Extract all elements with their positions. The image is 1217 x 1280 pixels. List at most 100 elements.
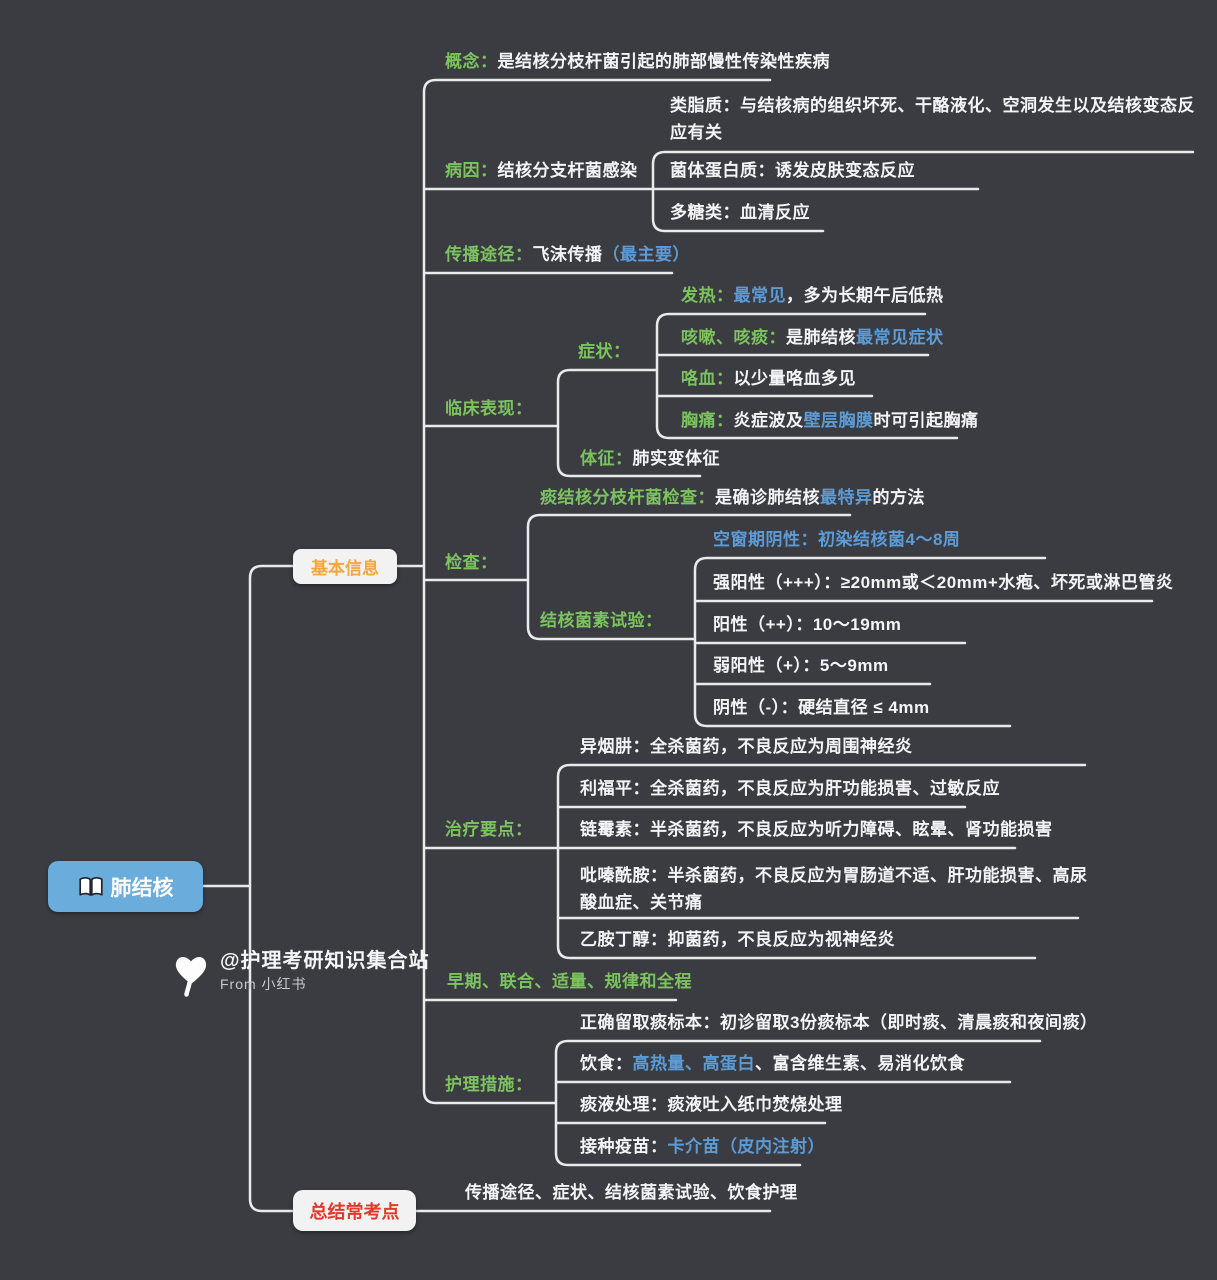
node-vaccine[interactable]: 接种疫苗：卡介苗（皮内注射） <box>580 1136 825 1157</box>
text-segment: 阴性（-）：硬结直径 ≤ 4mm <box>713 698 930 717</box>
node-weak-positive[interactable]: 弱阳性（+）：5～9mm <box>713 655 889 676</box>
node-nursing-label[interactable]: 护理措施： <box>445 1074 533 1095</box>
node-polysaccharide[interactable]: 多糖类：血清反应 <box>670 202 810 223</box>
text-segment: 乙胺丁醇：抑菌药，不良反应为视神经炎 <box>580 930 895 949</box>
node-symptoms-label[interactable]: 症状： <box>578 341 631 362</box>
text-segment: 咯血： <box>681 369 734 388</box>
node-fever[interactable]: 发热：最常见，多为长期午后低热 <box>681 285 944 306</box>
text-segment: 的方法 <box>872 488 925 507</box>
text-segment: 结核分支杆菌感染 <box>497 161 638 180</box>
text-segment: 治疗要点： <box>445 820 533 839</box>
text-segment: 高热量、高蛋白 <box>632 1054 755 1073</box>
text-segment: 是结核分枝杆菌引起的肺部慢性传染性疾病 <box>497 52 830 71</box>
node-sputum-disposal[interactable]: 痰液处理：痰液吐入纸巾焚烧处理 <box>580 1094 843 1115</box>
text-segment: 咳嗽、咳痰： <box>681 328 786 347</box>
node-sputum-test[interactable]: 痰结核分枝杆菌检查：是确诊肺结核最特异的方法 <box>540 487 925 508</box>
text-segment: 正确留取痰标本：初诊留取3份痰标本（即时痰、清晨痰和夜间痰） <box>580 1013 1098 1032</box>
node-chest-pain[interactable]: 胸痛：炎症波及壁层胸膜时可引起胸痛 <box>681 410 979 431</box>
text-segment: 肺实变体征 <box>632 449 720 468</box>
node-isoniazid[interactable]: 异烟肼：全杀菌药，不良反应为周围神经炎 <box>580 736 913 757</box>
text-segment: 卡介苗（皮内注射） <box>667 1137 825 1156</box>
node-bacterial-protein[interactable]: 菌体蛋白质：诱发皮肤变态反应 <box>670 160 915 181</box>
text-segment: 强阳性（+++）：≥20mm或＜20mm+水疱、坏死或淋巴管炎 <box>713 573 1174 592</box>
text-segment: 痰液处理：痰液吐入纸巾焚烧处理 <box>580 1095 843 1114</box>
node-diet[interactable]: 饮食：高热量、高蛋白、富含维生素、易消化饮食 <box>580 1053 965 1074</box>
node-lipid[interactable]: 类脂质：与结核病的组织坏死、干酪液化、空洞发生以及结核变态反应有关 <box>670 92 1202 146</box>
open-book-icon <box>78 876 104 898</box>
node-concept[interactable]: 概念：是结核分枝杆菌引起的肺部慢性传染性疾病 <box>445 51 830 72</box>
node-window-negative[interactable]: 空窗期阴性：初染结核菌4～8周 <box>713 529 960 550</box>
node-ethambutol[interactable]: 乙胺丁醇：抑菌药，不良反应为视神经炎 <box>580 929 895 950</box>
node-rifampin[interactable]: 利福平：全杀菌药，不良反应为肝功能损害、过敏反应 <box>580 778 1000 799</box>
text-segment: 阳性（++）：10～19mm <box>713 615 902 634</box>
root-node-feijiehe[interactable]: 肺结核 <box>48 861 203 912</box>
text-segment: 时可引起胸痛 <box>873 411 979 430</box>
node-cause[interactable]: 病因：结核分支杆菌感染 <box>445 160 638 181</box>
node-exam-label[interactable]: 检查： <box>445 552 498 573</box>
connector-path <box>201 78 1195 1213</box>
node-clinical-label[interactable]: 临床表现： <box>445 398 533 419</box>
text-segment: 飞沫传播 <box>532 245 603 264</box>
text-segment: 最特异 <box>820 488 873 507</box>
text-segment: 空窗期阴性：初染结核菌4～8周 <box>713 530 961 549</box>
text-segment: 概念： <box>445 52 498 71</box>
text-segment: ，多为长期午后低热 <box>786 286 944 305</box>
watermark-source: From 小红书 <box>220 976 307 992</box>
summary-node-key-points[interactable]: 总结常考点 <box>293 1190 416 1231</box>
text-segment: 异烟肼：全杀菌药，不良反应为周围神经炎 <box>580 737 913 756</box>
text-segment: 检查： <box>445 553 498 572</box>
watermark: @护理考研知识集合站 From 小红书 <box>170 948 430 1000</box>
text-segment: 弱阳性（+）：5～9mm <box>713 656 889 675</box>
text-segment: 壁层胸膜 <box>803 411 874 430</box>
text-segment: 类脂质：与结核病的组织坏死、干酪液化、空洞发生以及结核变态反应有关 <box>670 96 1195 142</box>
node-hemoptysis[interactable]: 咯血：以少量咯血多见 <box>681 368 856 389</box>
text-segment: 体征： <box>580 449 633 468</box>
text-segment: 、富含维生素、易消化饮食 <box>755 1054 965 1073</box>
node-transmission[interactable]: 传播途径：飞沫传播（最主要） <box>445 244 690 265</box>
node-sputum-sample[interactable]: 正确留取痰标本：初诊留取3份痰标本（即时痰、清晨痰和夜间痰） <box>580 1012 1097 1033</box>
root-node-label: 肺结核 <box>110 876 174 900</box>
text-segment: 多糖类：血清反应 <box>670 203 810 222</box>
text-segment: 发热： <box>681 286 734 305</box>
text-segment: 是确诊肺结核 <box>715 488 820 507</box>
text-segment: 临床表现： <box>445 399 533 418</box>
text-segment: 接种疫苗： <box>580 1137 668 1156</box>
text-segment: 早期、联合、适量、规律和全程 <box>447 972 692 991</box>
node-negative[interactable]: 阴性（-）：硬结直径 ≤ 4mm <box>713 697 930 718</box>
node-signs[interactable]: 体征：肺实变体征 <box>580 448 720 469</box>
text-segment: 炎症波及 <box>733 411 804 430</box>
text-segment: 以少量咯血多见 <box>733 369 856 388</box>
heart-icon <box>170 948 212 1000</box>
node-tuberculin-label[interactable]: 结核菌素试验： <box>540 610 663 631</box>
text-segment: 饮食： <box>580 1054 633 1073</box>
node-treatment-label[interactable]: 治疗要点： <box>445 819 533 840</box>
node-positive[interactable]: 阳性（++）：10～19mm <box>713 614 901 635</box>
text-segment: 结核菌素试验： <box>540 611 663 630</box>
text-segment: 链霉素：半杀菌药，不良反应为听力障碍、眩晕、肾功能损害 <box>580 820 1053 839</box>
text-segment: 痰结核分枝杆菌检查： <box>540 488 715 507</box>
text-segment: 菌体蛋白质：诱发皮肤变态反应 <box>670 161 915 180</box>
node-strong-positive[interactable]: 强阳性（+++）：≥20mm或＜20mm+水疱、坏死或淋巴管炎 <box>713 572 1173 593</box>
node-cough[interactable]: 咳嗽、咳痰：是肺结核最常见症状 <box>681 327 944 348</box>
text-segment: 传播途径： <box>445 245 533 264</box>
text-segment: 最常见 <box>733 286 786 305</box>
text-segment: 利福平：全杀菌药，不良反应为肝功能损害、过敏反应 <box>580 779 1000 798</box>
text-segment: 病因： <box>445 161 498 180</box>
hub-node-basic-info[interactable]: 基本信息 <box>293 549 397 584</box>
node-principle[interactable]: 早期、联合、适量、规律和全程 <box>447 971 692 992</box>
text-segment: 症状： <box>578 342 631 361</box>
text-segment: 胸痛： <box>681 411 734 430</box>
text-segment: 是肺结核 <box>786 328 856 347</box>
text-segment: 传播途径、症状、结核菌素试验、饮食护理 <box>465 1183 798 1202</box>
watermark-handle: @护理考研知识集合站 <box>220 950 430 972</box>
text-segment: 最常见症状 <box>856 328 944 347</box>
node-streptomycin[interactable]: 链霉素：半杀菌药，不良反应为听力障碍、眩晕、肾功能损害 <box>580 819 1053 840</box>
summary-node-label: 总结常考点 <box>309 1201 400 1222</box>
text-segment: （最主要） <box>602 245 690 264</box>
node-pyrazinamide[interactable]: 吡嗪酰胺：半杀菌药，不良反应为胃肠道不适、肝功能损害、高尿酸血症、关节痛 <box>580 862 1102 916</box>
node-summary-content[interactable]: 传播途径、症状、结核菌素试验、饮食护理 <box>465 1182 798 1203</box>
hub-node-label: 基本信息 <box>311 559 379 578</box>
text-segment: 护理措施： <box>445 1075 533 1094</box>
